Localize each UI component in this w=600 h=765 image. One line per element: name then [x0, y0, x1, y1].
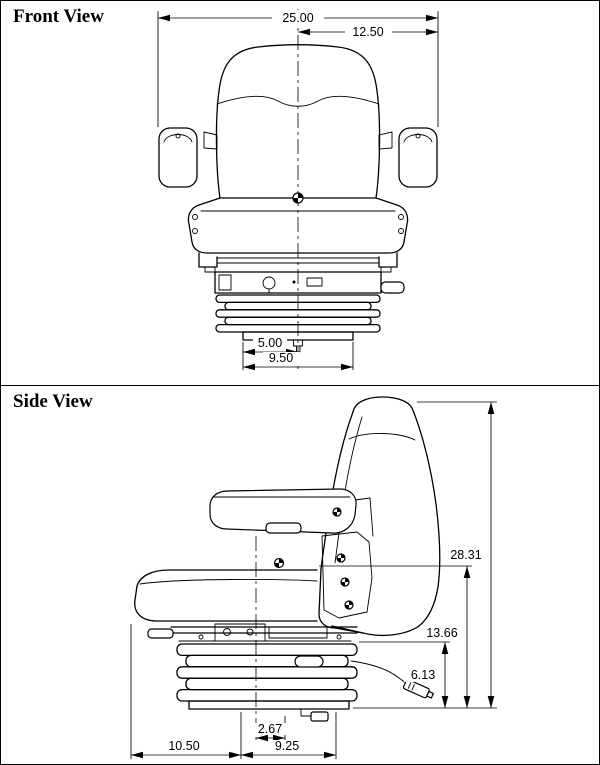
- side-base-plate: [188, 700, 350, 710]
- side-wiring-harness: [300, 660, 434, 722]
- side-view-svg: 28.31 13.66 6.13 2.67: [130, 396, 497, 759]
- side-recline-plate: [321, 531, 373, 619]
- side-pivot-bolt-icon: [273, 557, 285, 569]
- front-view-title: Front View: [13, 6, 104, 27]
- side-seat-drawing: [134, 396, 441, 722]
- dim-front-half-width: 12.50: [352, 25, 383, 39]
- side-view-panel: Side View: [1, 386, 599, 764]
- front-view-panel: Front View: [1, 1, 599, 386]
- front-cushion: [187, 197, 409, 254]
- side-view-title: Side View: [13, 391, 93, 412]
- front-center-bolt-icon: [292, 192, 304, 204]
- side-suspension-top: [147, 623, 358, 642]
- side-backrest-rear: [331, 396, 441, 637]
- front-seat-drawing: [158, 44, 438, 353]
- dim-front-overall-width: 25.00: [282, 11, 313, 25]
- side-cushion: [134, 569, 318, 622]
- front-adjust-knob: [380, 281, 405, 294]
- side-armrest: [209, 488, 374, 537]
- front-frame-rail: [198, 252, 398, 273]
- front-dimensions: 25.00 12.50 5.00 9.50: [157, 10, 439, 371]
- dim-side-cushion-depth: 10.50: [168, 739, 199, 753]
- front-right-armrest: [378, 127, 438, 188]
- front-suspension-bellows: [215, 294, 381, 333]
- dim-side-seat-height: 13.66: [426, 626, 457, 640]
- side-suspension-bellows: [176, 643, 358, 702]
- dim-side-base-depth: 9.25: [275, 739, 299, 753]
- front-backrest: [215, 44, 381, 199]
- dim-side-bolt-offset: 2.67: [258, 722, 282, 736]
- front-left-armrest: [158, 127, 218, 188]
- front-suspension-plate: [214, 271, 405, 294]
- front-view-svg: 25.00 12.50 5.00 9.50: [157, 9, 439, 371]
- dim-side-overall-height: 28.31: [450, 548, 481, 562]
- dim-front-base-width: 9.50: [269, 351, 293, 365]
- dim-front-mount-width: 5.00: [258, 336, 282, 350]
- dim-side-suspension-height: 6.13: [411, 668, 435, 682]
- side-recline-bolts: [336, 553, 354, 610]
- front-headrest-seam: [216, 95, 380, 107]
- side-dimensions: 28.31 13.66 6.13 2.67: [130, 401, 497, 759]
